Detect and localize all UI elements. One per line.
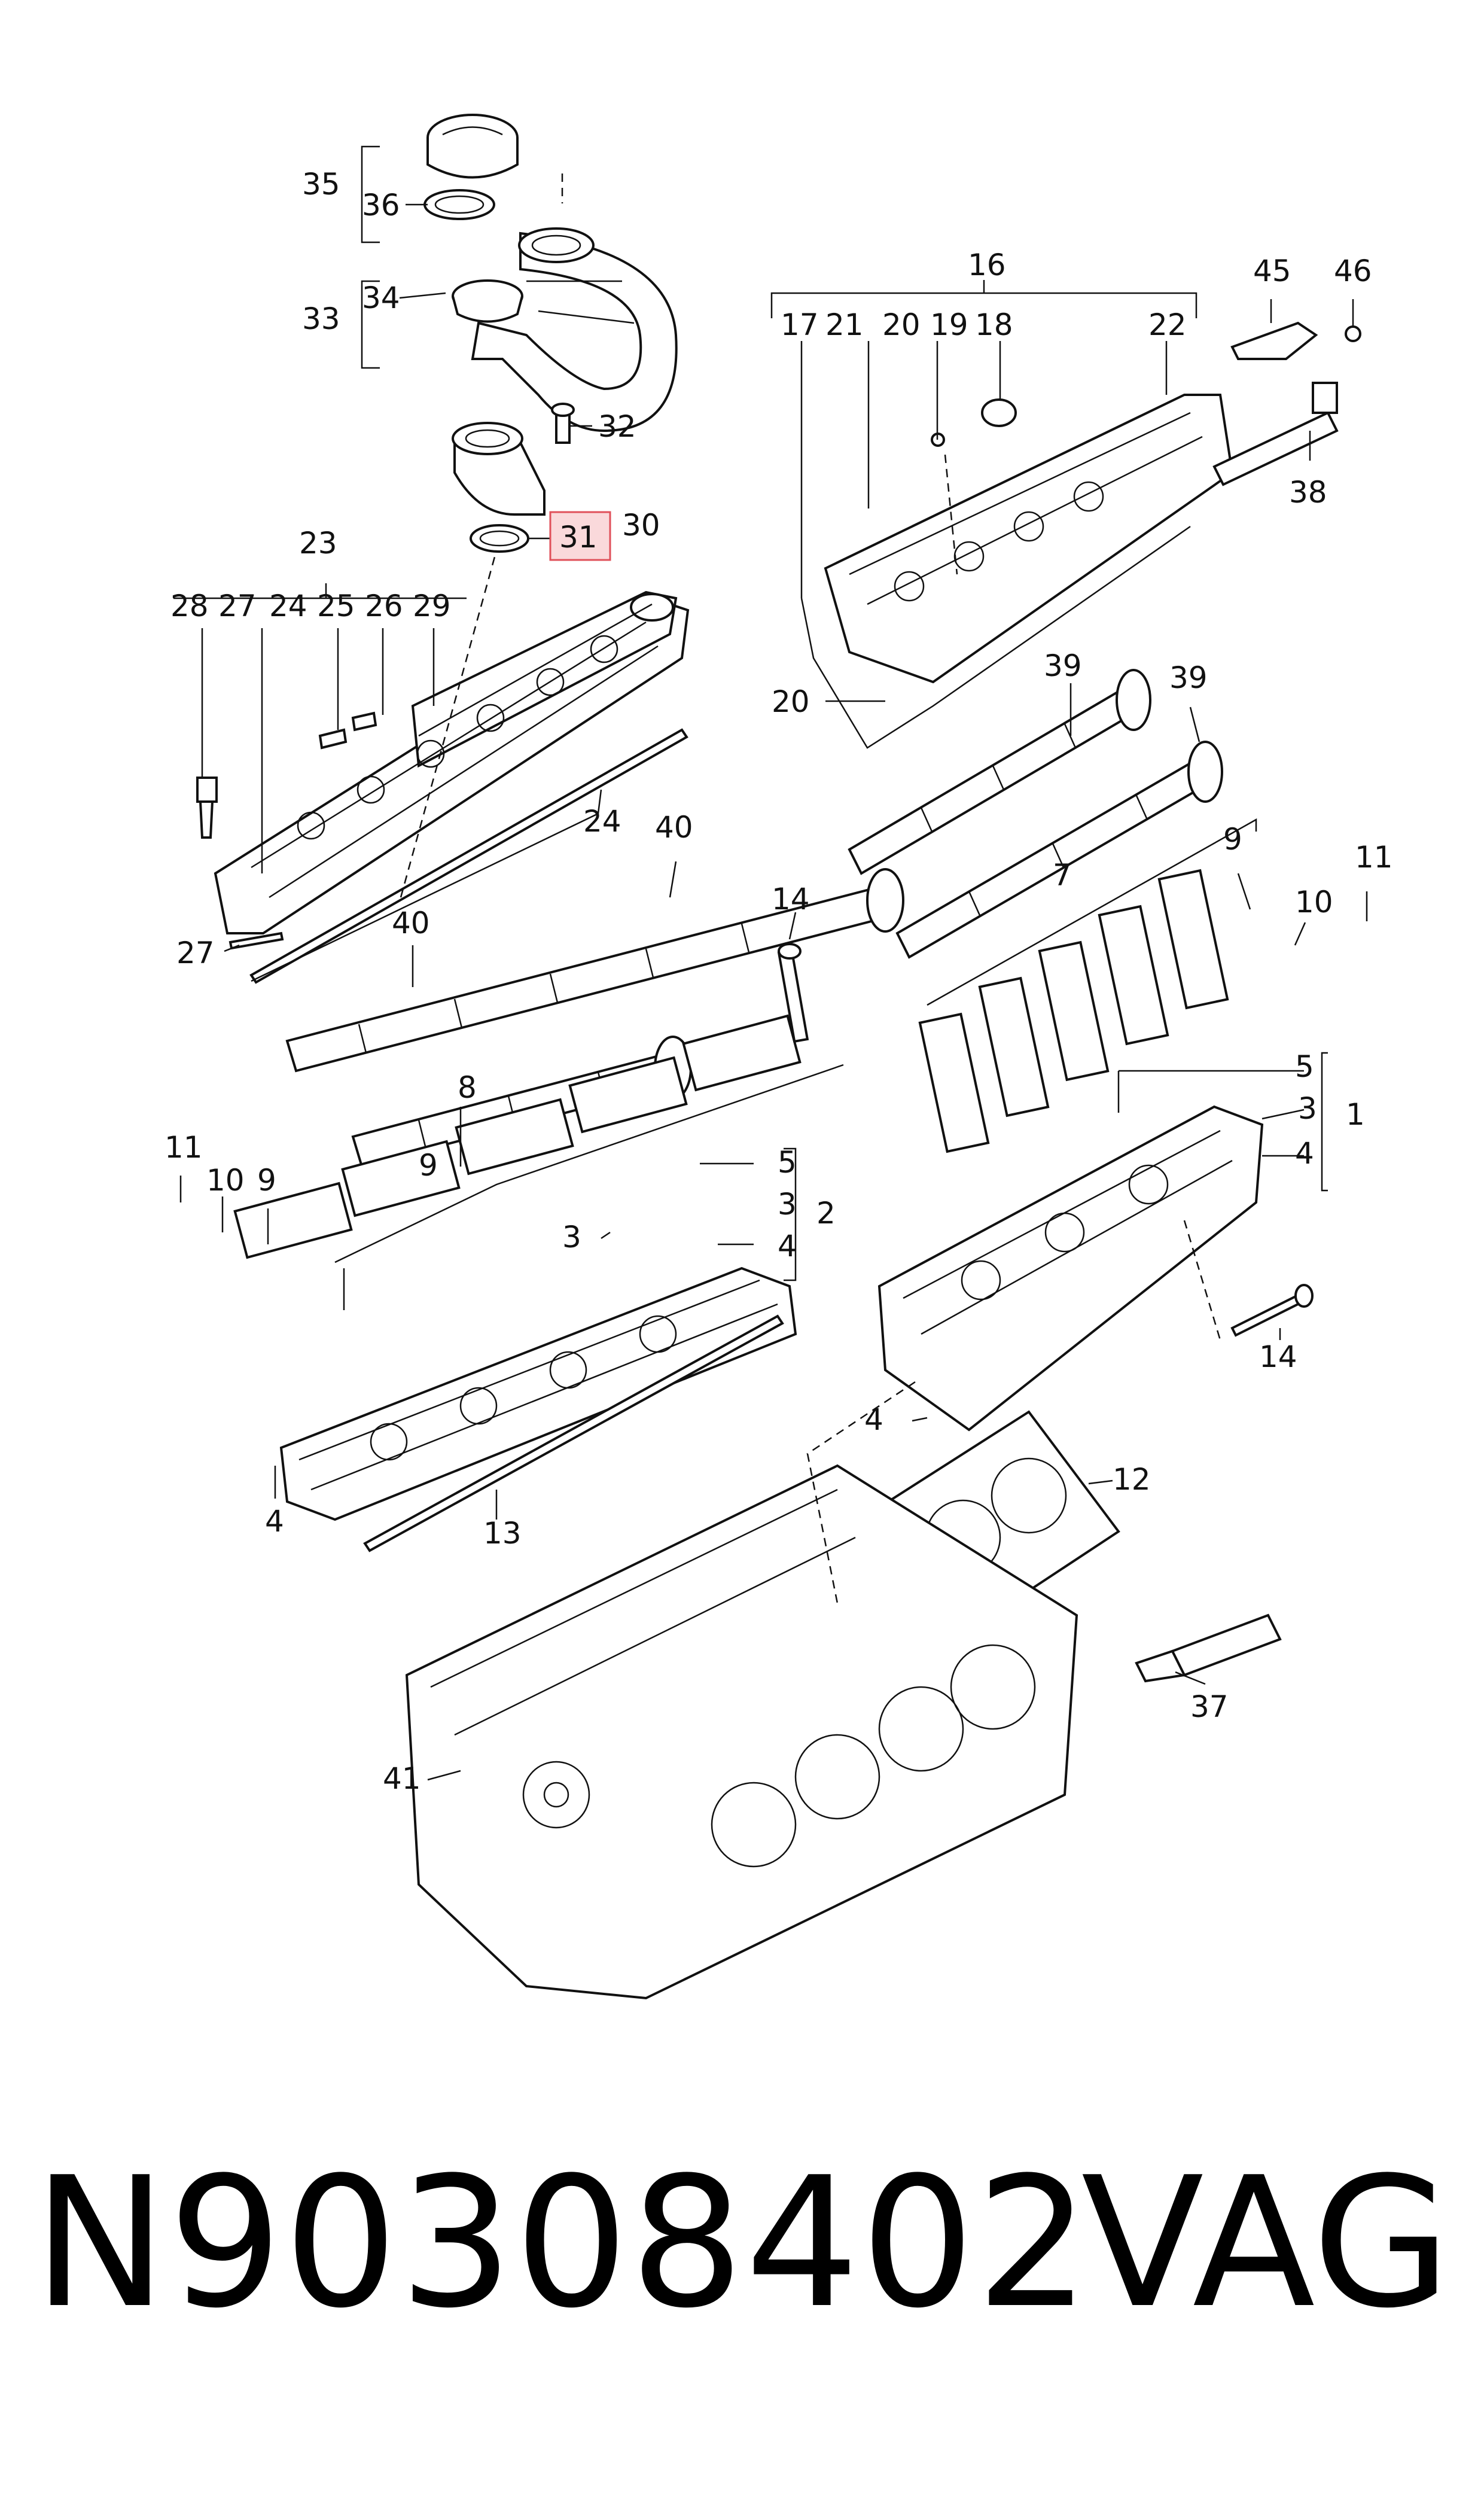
callout-4-right: 4 <box>1295 1136 1314 1171</box>
callout-24-top: 24 <box>269 589 307 623</box>
callout-20-low: 20 <box>772 684 810 719</box>
callout-5-left: 5 <box>778 1145 797 1180</box>
callout-27-low: 27 <box>176 936 215 970</box>
callout-14-top: 14 <box>772 882 810 917</box>
callout-22: 22 <box>1148 307 1187 342</box>
callout-28: 28 <box>170 589 209 623</box>
alignment-dashed-lines <box>400 173 1221 1604</box>
cylinder-block <box>405 1464 1078 2000</box>
callout-11-right: 11 <box>1355 840 1393 875</box>
right-intake-camshaft <box>848 669 1151 875</box>
sealant-tube <box>1135 1613 1282 1683</box>
sensor-probe <box>1212 382 1339 486</box>
leader-lines <box>173 145 1368 1781</box>
part-number-label: N90308402 <box>33 2139 1092 2348</box>
callout-41: 41 <box>383 1761 421 1796</box>
callout-26: 26 <box>365 589 403 623</box>
head-bolt-right <box>1230 1284 1314 1337</box>
oil-filler-cap <box>426 114 519 179</box>
oil-filler-hose <box>471 227 678 433</box>
left-cylinder-head <box>279 1266 797 1521</box>
callout-25: 25 <box>317 589 355 623</box>
callout-39-right: 39 <box>1169 660 1208 695</box>
callout-35: 35 <box>302 167 340 202</box>
callout-24-mid: 24 <box>583 804 621 839</box>
right-cylinder-head <box>877 1105 1264 1432</box>
callout-39-left: 39 <box>1044 648 1082 683</box>
callout-3-left: 3 <box>562 1220 581 1255</box>
filler-cap-seal-ring <box>423 189 495 220</box>
callout-8: 8 <box>458 1070 477 1105</box>
callout-2: 2 <box>816 1196 836 1231</box>
right-cover-gasket <box>800 525 1191 749</box>
callout-19: 19 <box>930 307 968 342</box>
callout-4-mid: 4 <box>778 1229 797 1263</box>
callout-36: 36 <box>362 188 400 223</box>
callout-7: 7 <box>1053 858 1072 893</box>
highlight-box-31 <box>549 511 611 561</box>
callout-14-low: 14 <box>1259 1339 1297 1374</box>
callout-23: 23 <box>299 526 337 561</box>
callout-4-low: 4 <box>864 1402 883 1437</box>
callout-3-mid: 3 <box>778 1187 797 1222</box>
hose-grommet <box>452 279 523 323</box>
filler-neck-o-ring <box>470 524 529 553</box>
callout-13: 13 <box>483 1516 522 1551</box>
callout-9-right: 9 <box>1223 822 1242 857</box>
exploded-engine-diagram: 35 36 34 33 32 31 30 23 28 27 24 25 26 2… <box>164 114 1393 2000</box>
callout-40-left: 40 <box>392 906 430 940</box>
callout-20-top: 20 <box>882 307 921 342</box>
left-intake-camshaft <box>285 868 904 1073</box>
callout-45: 45 <box>1253 254 1291 288</box>
callout-11-left: 11 <box>164 1130 203 1165</box>
callout-38: 38 <box>1289 475 1327 510</box>
callout-16: 16 <box>968 248 1006 282</box>
left-head-gasket-strip <box>363 1314 784 1552</box>
callout-37: 37 <box>1190 1689 1229 1724</box>
filler-neck <box>452 422 546 516</box>
callout-9-mid: 9 <box>419 1148 438 1183</box>
filler-neck-bolt <box>551 403 575 444</box>
callout-33: 33 <box>302 302 340 336</box>
left-cover-clips <box>318 711 377 750</box>
callout-labels: 35 36 34 33 32 31 30 23 28 27 24 25 26 2… <box>164 167 1393 1796</box>
callout-10-left: 10 <box>206 1163 245 1198</box>
callout-3-right: 3 <box>1298 1091 1317 1126</box>
callout-17: 17 <box>781 307 819 342</box>
brand-label: VAG <box>1081 2139 1451 2348</box>
right-exhaust-camshaft <box>895 741 1223 959</box>
callout-1: 1 <box>1346 1097 1365 1132</box>
callout-4-left: 4 <box>265 1504 284 1539</box>
callout-34: 34 <box>362 281 400 315</box>
right-bearing-caps <box>918 869 1229 1153</box>
callout-29: 29 <box>413 589 451 623</box>
callout-9-left: 9 <box>257 1163 276 1198</box>
right-cover-fitting <box>931 398 1017 447</box>
callout-12: 12 <box>1113 1462 1151 1497</box>
left-cylinder-head-cover <box>214 590 690 934</box>
heat-shield-bracket <box>1230 321 1361 360</box>
callout-27-top: 27 <box>218 589 257 623</box>
head-bolt-left <box>777 943 809 1043</box>
callout-18: 18 <box>975 307 1013 342</box>
callout-46: 46 <box>1334 254 1372 288</box>
callout-10-right: 10 <box>1295 885 1333 919</box>
callout-40-right: 40 <box>655 810 693 845</box>
callout-31: 31 <box>559 520 598 555</box>
callout-21: 21 <box>825 307 864 342</box>
callout-5-right: 5 <box>1295 1049 1314 1084</box>
left-cover-fitting <box>196 777 218 839</box>
left-gasket-strip <box>228 931 284 950</box>
callout-32: 32 <box>598 409 636 444</box>
callout-30: 30 <box>622 508 660 543</box>
